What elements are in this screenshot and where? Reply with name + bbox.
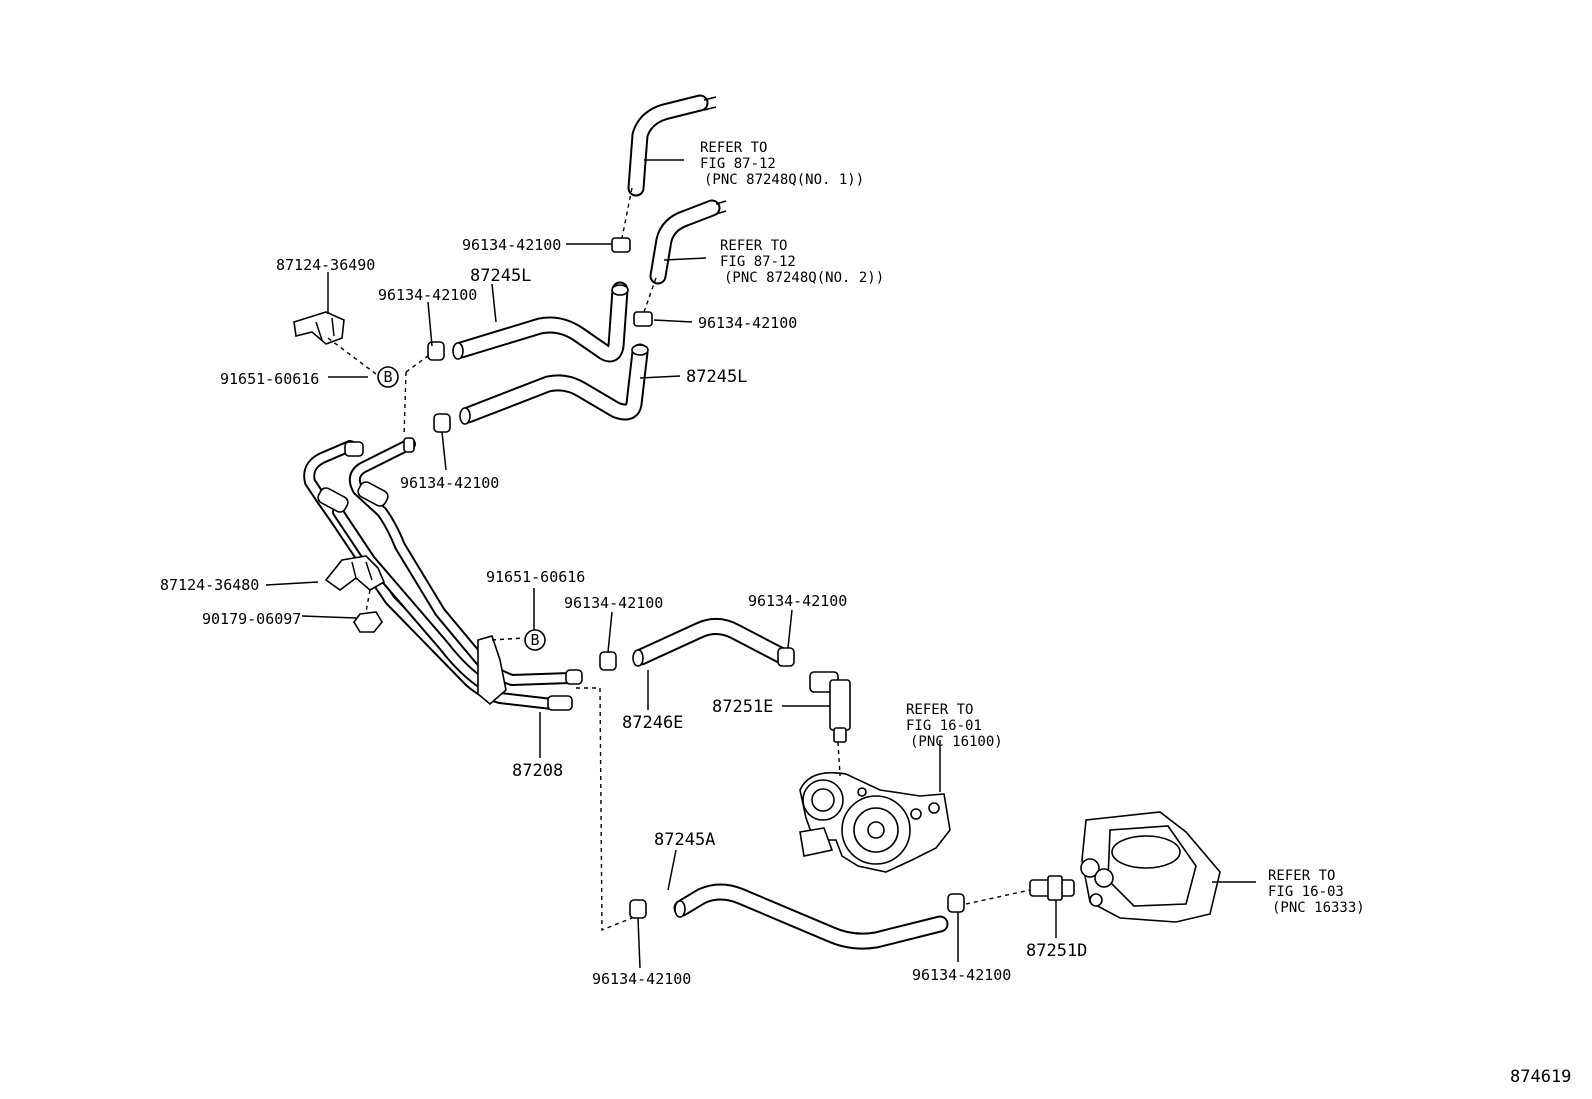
svg-text:B: B — [530, 631, 539, 649]
part-label-96134-42100-c[interactable]: 96134-42100 — [698, 314, 797, 332]
part-label-87245l-upper[interactable]: 87245L — [470, 266, 531, 286]
water-outlet-housing-icon — [1080, 811, 1221, 923]
part-label-96134-42100-b[interactable]: 96134-42100 — [462, 236, 561, 254]
svg-text:(PNC 16333): (PNC 16333) — [1272, 900, 1365, 916]
svg-text:FIG 16-03: FIG 16-03 — [1268, 884, 1344, 900]
part-label-87208[interactable]: 87208 — [512, 761, 563, 781]
part-label-96134-42100-a[interactable]: 96134-42100 — [378, 286, 477, 304]
figure-number: 874619 — [1510, 1067, 1571, 1087]
reference-marker-b-upper: B — [377, 366, 399, 388]
hose-87245l-upper — [452, 281, 629, 363]
nut-90179-06097-icon — [353, 611, 383, 633]
hose-87246e — [632, 618, 793, 667]
clamp-87124-36490-icon — [293, 311, 345, 345]
part-label-96134-42100-e[interactable]: 96134-42100 — [564, 594, 663, 612]
dashed-connection-lines — [327, 187, 1031, 932]
pipe-assembly-87208 — [303, 437, 583, 711]
hose-87245a — [673, 883, 949, 950]
part-label-96134-42100-g[interactable]: 96134-42100 — [592, 970, 691, 988]
hose-87248q-no1 — [627, 94, 717, 197]
part-label-87124-36480[interactable]: 87124-36480 — [160, 576, 259, 594]
hose-87245l-lower — [459, 343, 649, 425]
svg-text:FIG 87-12: FIG 87-12 — [720, 254, 796, 270]
part-label-87251d[interactable]: 87251D — [1026, 941, 1087, 961]
part-label-91651-60616-lower[interactable]: 91651-60616 — [486, 568, 585, 586]
refer-to-fig-16-03[interactable]: REFER TO FIG 16-03 (PNC 16333) — [1268, 868, 1365, 916]
part-label-87245l-lower[interactable]: 87245L — [686, 367, 747, 387]
reference-marker-b-lower: B — [524, 629, 546, 651]
svg-text:FIG 16-01: FIG 16-01 — [906, 718, 982, 734]
svg-text:REFER TO: REFER TO — [906, 702, 973, 718]
union-87251d-icon — [1029, 875, 1075, 901]
part-label-87251e[interactable]: 87251E — [712, 697, 773, 717]
svg-text:REFER TO: REFER TO — [1268, 868, 1335, 884]
refer-to-fig-87-12-no2[interactable]: REFER TO FIG 87-12 (PNC 87248Q(NO. 2)) — [720, 238, 884, 286]
hose-87248q-no2 — [649, 199, 727, 285]
part-label-87124-36490[interactable]: 87124-36490 — [276, 256, 375, 274]
refer-to-fig-16-01[interactable]: REFER TO FIG 16-01 (PNC 16100) — [906, 702, 1003, 750]
svg-text:(PNC 16100): (PNC 16100) — [910, 734, 1003, 750]
leader-lines — [265, 159, 1256, 969]
svg-text:(PNC 87248Q(NO. 2)): (PNC 87248Q(NO. 2)) — [724, 270, 884, 286]
part-label-96134-42100-h[interactable]: 96134-42100 — [912, 966, 1011, 984]
svg-text:REFER TO: REFER TO — [720, 238, 787, 254]
water-pump-icon — [799, 771, 951, 873]
refer-to-fig-87-12-no1[interactable]: REFER TO FIG 87-12 (PNC 87248Q(NO. 1)) — [700, 140, 864, 188]
svg-text:FIG 87-12: FIG 87-12 — [700, 156, 776, 172]
part-label-87245a[interactable]: 87245A — [654, 830, 715, 850]
part-label-96134-42100-f[interactable]: 96134-42100 — [748, 592, 847, 610]
clamp-icon — [427, 237, 965, 919]
part-label-87246e[interactable]: 87246E — [622, 713, 683, 733]
svg-text:REFER TO: REFER TO — [700, 140, 767, 156]
svg-text:(PNC 87248Q(NO. 1)): (PNC 87248Q(NO. 1)) — [704, 172, 864, 188]
part-label-91651-60616-upper[interactable]: 91651-60616 — [220, 370, 319, 388]
svg-text:B: B — [383, 368, 392, 386]
part-label-90179-06097[interactable]: 90179-06097 — [202, 610, 301, 628]
part-label-96134-42100-d[interactable]: 96134-42100 — [400, 474, 499, 492]
union-87251e-icon — [809, 671, 851, 743]
